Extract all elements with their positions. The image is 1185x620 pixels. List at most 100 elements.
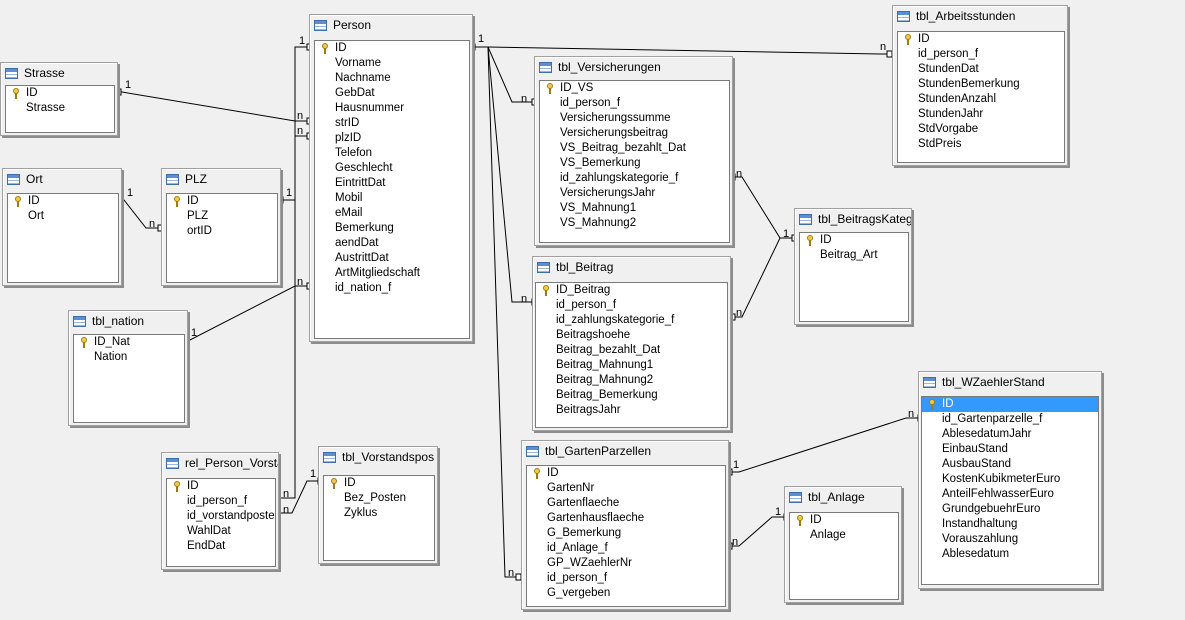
primary-key-field[interactable]: ID <box>8 194 118 209</box>
field-row[interactable]: Beitrag_bezahlt_Dat <box>556 344 661 356</box>
field-row[interactable]: PLZ <box>187 210 209 222</box>
field-row[interactable]: GartenNr <box>547 482 595 494</box>
field-row[interactable]: Bemerkung <box>335 222 394 234</box>
field-row[interactable]: Beitrag_Bemerkung <box>556 389 658 401</box>
table-wzaehlerstand-header[interactable]: tbl_WZaehlerStand <box>919 372 1101 392</box>
field-row[interactable]: Beitrag_Art <box>820 249 878 261</box>
field-row[interactable]: AusbauStand <box>942 458 1012 470</box>
field-row[interactable]: Telefon <box>335 147 373 159</box>
table-plz-header[interactable]: PLZ <box>162 169 280 189</box>
field-row[interactable]: GrundgebuehrEuro <box>942 503 1041 515</box>
field-row[interactable]: VS_Mahnung2 <box>560 217 637 229</box>
table-anlage-header[interactable]: tbl_Anlage <box>785 487 901 507</box>
field-row[interactable]: id_person_f <box>918 48 979 60</box>
field-row[interactable]: GP_WZaehlerNr <box>547 557 632 569</box>
field-row[interactable]: Gartenflaeche <box>547 497 620 509</box>
field-row[interactable]: Zyklus <box>344 507 378 519</box>
field-row[interactable]: VS_Bemerkung <box>560 157 641 169</box>
field-row[interactable]: StundenAnzahl <box>918 93 997 105</box>
field-row[interactable]: StundenDat <box>918 63 979 75</box>
field-row[interactable]: strID <box>335 117 360 129</box>
field-row[interactable]: VersicherungsJahr <box>560 187 656 199</box>
field-row[interactable]: BeitragsJahr <box>556 404 621 416</box>
field-row[interactable]: id_Anlage_f <box>547 542 608 554</box>
field-row[interactable]: Nation <box>94 351 128 363</box>
primary-key-field[interactable]: ID <box>790 513 898 528</box>
table-ort-header[interactable]: Ort <box>3 169 121 189</box>
field-row[interactable]: Nachname <box>335 72 391 84</box>
field-row[interactable]: StundenBemerkung <box>918 78 1020 90</box>
table-gartenparzellen-header[interactable]: tbl_GartenParzellen <box>522 441 728 461</box>
field-row[interactable]: EndDat <box>187 540 226 552</box>
field-row[interactable]: StdPreis <box>918 138 962 150</box>
field-row[interactable]: AblesedatumJahr <box>942 428 1032 440</box>
field-row[interactable]: id_person_f <box>556 299 617 311</box>
field-row[interactable]: Bez_Posten <box>344 492 407 504</box>
field-row[interactable]: Geschlecht <box>335 162 393 174</box>
primary-key-field[interactable]: ID <box>324 476 434 491</box>
field-row[interactable]: eMail <box>335 207 363 219</box>
field-row[interactable]: id_person_f <box>547 572 608 584</box>
table-person-header[interactable]: Person <box>310 15 472 35</box>
primary-key-field[interactable]: ID <box>6 86 114 101</box>
field-row[interactable]: Strasse <box>26 102 65 114</box>
primary-key-field[interactable]: ID <box>167 194 277 209</box>
field-row[interactable]: AnteilFehlwasserEuro <box>942 488 1054 500</box>
field-row[interactable]: Hausnummer <box>335 102 405 114</box>
field-row[interactable]: plzID <box>335 132 362 144</box>
field-row[interactable]: VS_Mahnung1 <box>560 202 637 214</box>
field-row[interactable]: id_zahlungskategorie_f <box>560 172 679 184</box>
field-row[interactable]: Beitrag_Mahnung1 <box>556 359 654 371</box>
field-row[interactable]: Ablesedatum <box>942 548 1010 560</box>
table-arbeitsstunden-header[interactable]: tbl_Arbeitsstunden <box>893 6 1067 26</box>
table-strasse-header[interactable]: Strasse <box>1 63 117 83</box>
field-row[interactable]: id_person_f <box>187 495 248 507</box>
primary-key-field[interactable]: ID_VS <box>540 81 729 96</box>
table-versicherungen-header[interactable]: tbl_Versicherungen <box>535 57 732 77</box>
field-row[interactable]: ArtMitgliedschaft <box>335 267 421 279</box>
field-row[interactable]: id_nation_f <box>335 282 392 294</box>
field-row[interactable]: EintrittDat <box>335 177 386 189</box>
field-row[interactable]: VS_Beitrag_bezahlt_Dat <box>560 142 686 154</box>
table-vorstandspos-header[interactable]: tbl_Vorstandspos <box>319 447 437 467</box>
primary-key-field[interactable]: ID <box>167 479 275 494</box>
field-row[interactable]: aendDat <box>335 237 379 249</box>
field-row[interactable]: id_zahlungskategorie_f <box>556 314 675 326</box>
field-row[interactable]: Versicherungssumme <box>560 112 671 124</box>
field-row[interactable]: Vorname <box>335 57 382 69</box>
primary-key-field[interactable]: ID_Nat <box>74 335 184 350</box>
primary-key-field[interactable]: ID_Beitrag <box>536 283 727 298</box>
field-row[interactable]: Gartenhausflaeche <box>547 512 645 524</box>
field-row[interactable]: Mobil <box>335 192 363 204</box>
primary-key-field[interactable]: ID <box>922 397 1098 412</box>
field-row[interactable]: Instandhaltung <box>942 518 1018 530</box>
field-row[interactable]: GebDat <box>335 87 375 99</box>
field-row[interactable]: Versicherungsbeitrag <box>560 127 669 139</box>
field-row[interactable]: Anlage <box>810 529 846 541</box>
field-row[interactable]: StundenJahr <box>918 108 984 120</box>
field-row[interactable]: WahlDat <box>187 525 231 537</box>
table-nation-header[interactable]: tbl_nation <box>69 311 187 331</box>
field-row[interactable]: ortID <box>187 225 212 237</box>
field-row[interactable]: G_Bemerkung <box>547 527 622 539</box>
